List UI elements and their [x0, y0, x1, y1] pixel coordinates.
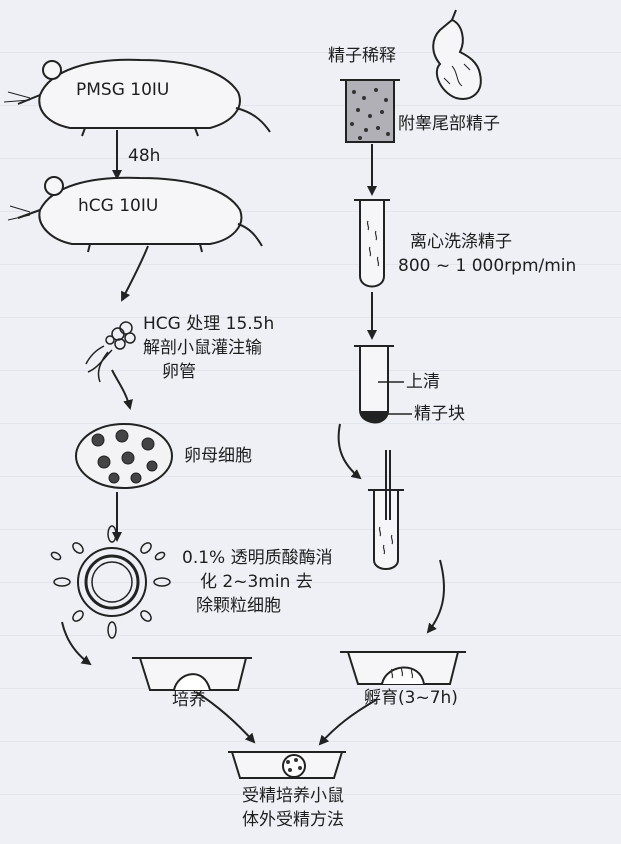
- result-line2: 体外受精方法: [242, 810, 344, 830]
- sperm-dilution-label: 精子稀释: [328, 46, 396, 66]
- centrifuge-line1: 离心洗涤精子: [410, 232, 512, 252]
- cumulus-oocyte-icon: [50, 525, 171, 639]
- result-line1: 受精培养小鼠: [242, 786, 344, 806]
- incubation-dish-icon: [340, 651, 466, 685]
- supernatant-label: 上清: [406, 372, 440, 392]
- pmsg-label: PMSG 10IU: [76, 80, 170, 100]
- fertilization-dish-icon: [228, 751, 346, 779]
- epididymis-icon: [432, 9, 482, 100]
- mouse-pmsg-icon: [3, 58, 271, 137]
- tube-sperm-texture: [366, 220, 380, 267]
- epididymis-label: 附睾尾部精子: [398, 114, 500, 134]
- hcg-treatment-line1: HCG 处理 15.5h: [143, 314, 275, 334]
- mouse-hcg-icon: [7, 176, 263, 253]
- arrow-hcg-to-oviduct: [121, 245, 149, 302]
- culture-dish-icon: [132, 657, 252, 691]
- arrow-incubation-to-fertilization: [318, 699, 377, 746]
- interval-label: 48h: [128, 146, 161, 166]
- spun-tube-icon: [354, 345, 394, 424]
- hcg-treatment-line3: 卵管: [162, 362, 196, 382]
- arrow-culture-to-fertilization: [195, 691, 256, 744]
- hcg-treatment-line2: 解剖小鼠灌注输: [143, 338, 262, 358]
- arrow-spun-tube-to-pipette: [337, 423, 362, 480]
- arrow-pipette-to-incubation: [426, 559, 445, 634]
- pellet-label: 精子块: [414, 404, 465, 424]
- oocyte-label: 卵母细胞: [184, 446, 252, 466]
- sperm-beaker-icon: [340, 79, 400, 143]
- sperm-texture: [350, 88, 390, 140]
- oocyte-dish-icon: [75, 423, 173, 489]
- hcg-label: hCG 10IU: [78, 196, 159, 216]
- hyaluronidase-line3: 除颗粒细胞: [196, 596, 281, 616]
- centrifuge-line2: 800 ~ 1 000rpm/min: [398, 256, 577, 276]
- hyaluronidase-line1: 0.1% 透明质酸酶消: [182, 548, 333, 568]
- oviduct-dissection-icon: [85, 321, 136, 383]
- centrifuge-tube-icon: [354, 199, 390, 288]
- culture-label: 培养: [172, 690, 206, 710]
- fertilization-texture: [286, 758, 302, 772]
- incubation-sperm-texture: [390, 666, 414, 679]
- pipette-icon: [385, 450, 391, 520]
- incubation-label: 孵育(3~7h): [364, 688, 458, 708]
- hyaluronidase-line2: 化 2~3min 去: [200, 572, 313, 592]
- arrow-cell-to-culture: [61, 621, 92, 666]
- pipette-sperm-texture: [378, 526, 394, 555]
- arrow-oviduct-to-oocytes: [111, 369, 133, 410]
